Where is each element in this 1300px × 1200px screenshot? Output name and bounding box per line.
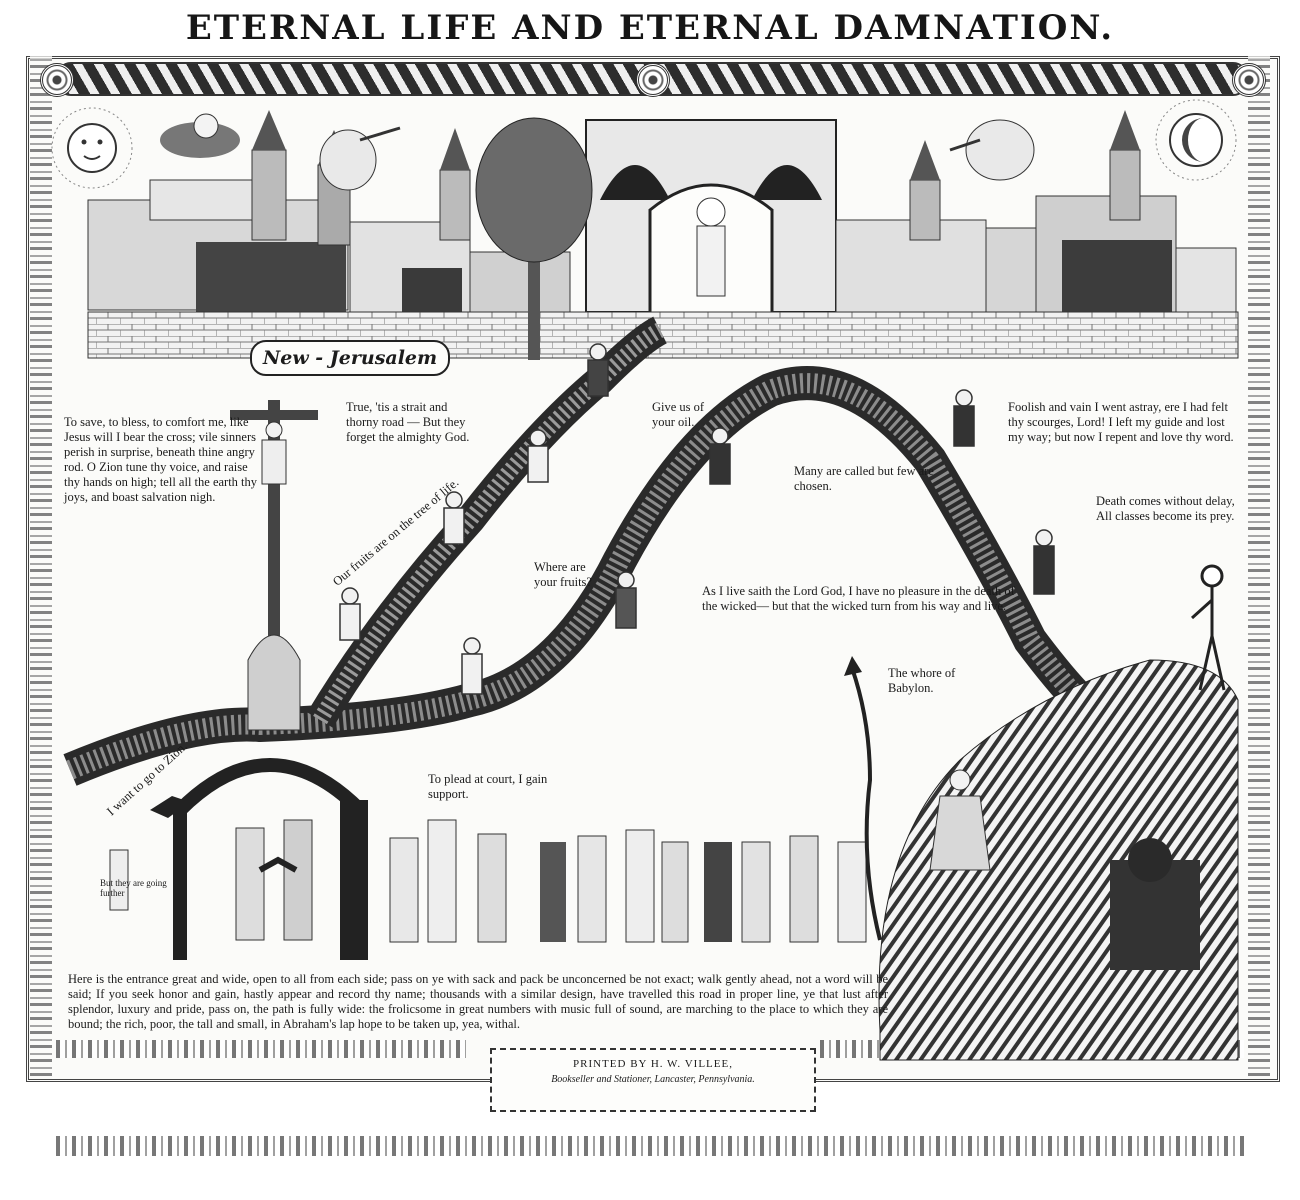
angel-trumpet-left	[319, 126, 401, 191]
traveler-figure	[461, 637, 483, 695]
plead-court-verse: To plead at court, I gain support.	[428, 772, 548, 801]
corner-rosette-left	[40, 63, 74, 97]
center-rosette	[636, 63, 670, 97]
city-label: New - Jerusalem	[250, 340, 450, 376]
traveler-figure	[1033, 529, 1055, 595]
many-called-verse: Many are called but few are chosen.	[794, 464, 934, 493]
entrance-arch	[173, 758, 368, 960]
as-i-live-verse: As I live saith the Lord God, I have no …	[702, 584, 1015, 613]
strait-road-verse: True, 'tis a strait and thorny road — Bu…	[346, 400, 470, 444]
foolish-vain-verse: Foolish and vain I went astray, ere I ha…	[1008, 400, 1234, 444]
bottom-ornament-border	[56, 1136, 1244, 1156]
skeleton-death	[1190, 564, 1226, 691]
traveler-figure	[953, 389, 975, 447]
city-skyline	[87, 110, 1239, 359]
heavenly-path	[307, 316, 668, 728]
pilgrim-figure	[527, 429, 549, 483]
right-ornament-border	[1248, 56, 1270, 1076]
give-oil-verse: Give us of your oil.	[652, 400, 705, 429]
death-comes-verse: Death comes without delay, All classes b…	[1096, 494, 1235, 523]
corner-rosette-right	[1232, 63, 1266, 97]
left-ornament-border	[30, 56, 52, 1076]
arrowhead-icon	[844, 656, 862, 676]
serpent-arrow	[850, 667, 882, 941]
printer-imprint: PRINTED BY H. W. VILLEE, Bookseller and …	[490, 1048, 816, 1112]
pilgrim-figure	[339, 587, 361, 641]
cross-verse: To save, to bless, to comfort me, like J…	[64, 415, 258, 504]
moon-icon	[1155, 99, 1237, 181]
traveler-figure	[615, 571, 637, 629]
angel-left	[160, 113, 240, 158]
traveler-figure	[709, 427, 731, 485]
raven-icon	[258, 856, 298, 873]
pilgrim-figure	[443, 491, 465, 545]
printer-address: Bookseller and Stationer, Lancaster, Pen…	[551, 1074, 755, 1085]
poster-title: ETERNAL LIFE AND ETERNAL DAMNATION.	[185, 8, 1115, 48]
tree-of-life	[475, 117, 593, 360]
crowd-procession	[109, 819, 867, 943]
entrance-verse: Here is the entrance great and wide, ope…	[68, 972, 888, 1031]
whore-of-babylon-figure	[929, 769, 991, 871]
cross-with-christ	[230, 400, 318, 731]
whore-of-babylon-label: The whore of Babylon.	[888, 666, 956, 695]
heavenly-path-texture	[313, 322, 664, 725]
narrow-road-texture	[66, 373, 1088, 780]
going-further-verse: But they are going further	[100, 878, 167, 898]
sun-icon	[51, 107, 133, 189]
angel-trumpet-right	[949, 119, 1035, 181]
pilgrim-figure	[587, 343, 609, 397]
bottom-inner-border-left	[56, 1040, 466, 1058]
dark-cloud-icon	[150, 796, 190, 818]
hell-mound	[878, 659, 1239, 1061]
where-fruits-verse: Where are your fruits?	[534, 560, 592, 589]
printer-name: PRINTED BY H. W. VILLEE,	[573, 1058, 733, 1070]
